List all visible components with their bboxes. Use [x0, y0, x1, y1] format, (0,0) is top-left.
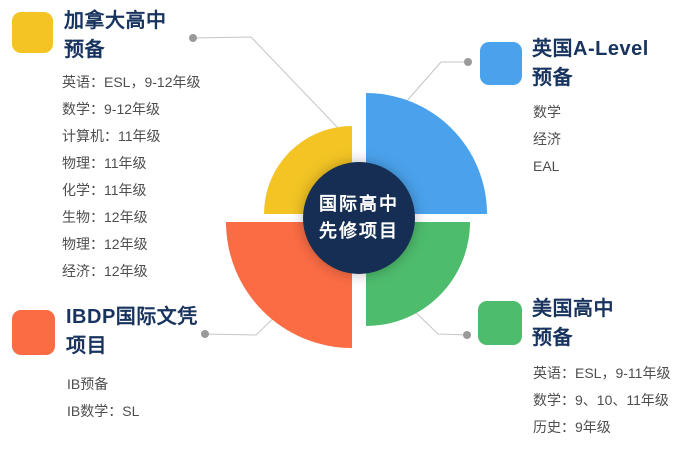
ibdp-title: IBDP国际文凭 项目	[66, 303, 198, 361]
uk-swatch-icon	[480, 42, 522, 85]
course-item: 化学：11年级	[62, 182, 147, 198]
course-item: IB数学：SL	[67, 403, 140, 419]
center-label-line2: 先修项目	[319, 221, 399, 241]
center-label-line1: 国际高中	[319, 194, 399, 214]
course-item: 物理：12年级	[62, 236, 148, 252]
connector-dot-uk	[464, 58, 472, 66]
ibdp-course-list: IB预备 IB数学：SL	[67, 371, 139, 425]
uk-title-line2: 预备	[532, 67, 573, 89]
canada-title-line1: 加拿大高中	[64, 10, 167, 32]
course-item: 物理：11年级	[62, 155, 147, 171]
canada-title: 加拿大高中 预备	[64, 7, 167, 65]
course-item: 数学：9、10、11年级	[533, 392, 669, 408]
course-item: 生物：12年级	[62, 209, 148, 225]
canada-swatch-icon	[12, 12, 53, 53]
usa-title-line1: 美国高中	[532, 298, 614, 320]
course-item: 历史：9年级	[533, 419, 611, 435]
usa-title: 美国高中 预备	[532, 295, 614, 353]
course-item: IB预备	[67, 376, 109, 392]
usa-swatch-icon	[478, 301, 522, 345]
center-circle	[303, 162, 415, 274]
uk-title: 英国A-Level 预备	[532, 35, 649, 93]
connector-line-uk	[404, 61, 468, 104]
course-item: 经济	[533, 131, 561, 147]
course-item: 数学	[533, 104, 561, 120]
connector-dot-canada	[189, 34, 197, 42]
course-item: 数学：9-12年级	[62, 101, 161, 117]
course-item: EAL	[533, 158, 560, 174]
usa-course-list: 英语：ESL，9-11年级 数学：9、10、11年级 历史：9年级	[533, 360, 670, 441]
course-item: 经济：12年级	[62, 263, 148, 279]
connector-line-canada	[192, 36, 340, 130]
uk-course-list: 数学 经济 EAL	[533, 99, 561, 180]
usa-title-line2: 预备	[532, 327, 573, 349]
connector-dot-usa	[463, 331, 471, 339]
ibdp-title-line1: IBDP国际文凭	[66, 306, 198, 328]
ibdp-swatch-icon	[12, 310, 55, 355]
connector-dot-ibdp	[201, 330, 209, 338]
uk-title-line1: 英国A-Level	[532, 38, 649, 60]
course-item: 英语：ESL，9-11年级	[533, 365, 671, 381]
connector-line-usa	[407, 304, 468, 336]
canada-course-list: 英语：ESL，9-12年级 数学：9-12年级 计算机：11年级 物理：11年级…	[62, 69, 200, 285]
course-item: 计算机：11年级	[62, 128, 161, 144]
center-label: 国际高中 先修项目	[319, 191, 399, 245]
ibdp-title-line2: 项目	[66, 335, 107, 357]
course-item: 英语：ESL，9-12年级	[62, 74, 201, 90]
canada-title-line2: 预备	[64, 39, 105, 61]
